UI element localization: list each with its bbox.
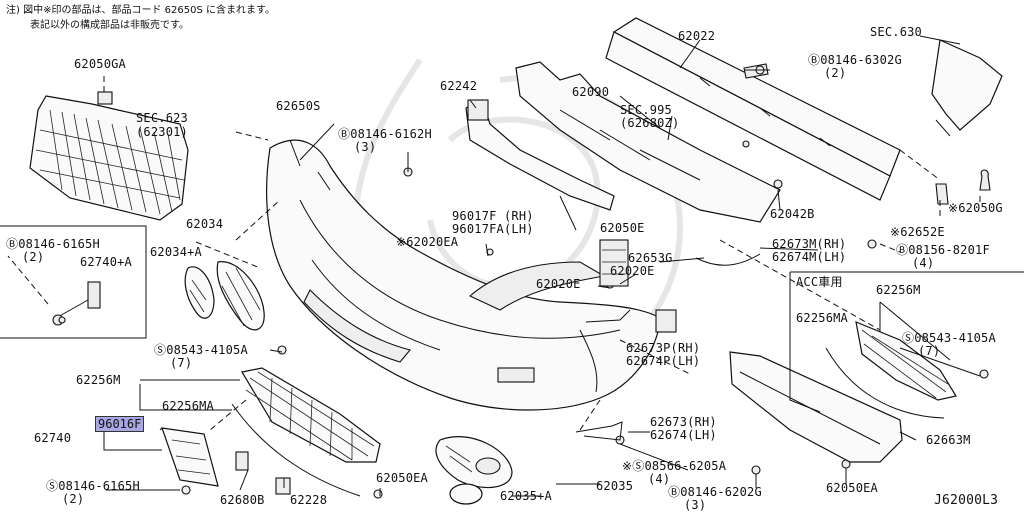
bolt-qty-6202G: (3): [684, 498, 707, 512]
part-label-62674[interactable]: 62674(LH): [650, 428, 717, 442]
part-label-62653G[interactable]: 62653G: [628, 251, 673, 265]
fasteners: [58, 63, 991, 499]
part-label-62034[interactable]: 62034: [186, 217, 224, 231]
section-sub-62301: (62301): [136, 125, 188, 139]
part-label-62050EA[interactable]: 62050EA: [376, 471, 428, 485]
note-line-1: 注) 図中※印の部品は、部品コード 62650S に含まれます。: [6, 5, 275, 16]
energy-absorber: [515, 61, 781, 223]
under-cover: [729, 351, 903, 463]
front-bumper-fascia: [266, 139, 661, 411]
fog-brackets: [184, 261, 265, 331]
part-label-62256M-acc[interactable]: 62256M: [876, 283, 921, 297]
bolt-qty-8201F: (4): [912, 256, 935, 270]
upper-grille: [29, 91, 189, 221]
section-label-995[interactable]: SEC.995: [620, 103, 672, 117]
section-label-623[interactable]: SEC.623: [136, 111, 188, 125]
part-label-62256M[interactable]: 62256M: [76, 373, 121, 387]
bolt-label-08543-4105A[interactable]: Ⓢ08543-4105A: [154, 343, 248, 357]
part-label-62042B[interactable]: 62042B: [770, 207, 815, 221]
part-label-62050GA[interactable]: 62050GA: [74, 57, 126, 71]
part-label-62673P[interactable]: 62673P(RH): [626, 341, 701, 355]
bumper-retainer: [465, 99, 615, 211]
part-label-62020E-lower[interactable]: 62020E: [536, 277, 581, 291]
section-label-630[interactable]: SEC.630: [870, 25, 922, 39]
section-sub-62680Z: (62680Z): [620, 116, 680, 130]
note-line-2: 表記以外の構成部品は非販売です。: [30, 20, 189, 31]
license-bracket: [161, 427, 291, 495]
part-label-62050E[interactable]: 62050E: [600, 221, 645, 235]
part-label-62256MA-acc[interactable]: 62256MA: [796, 311, 848, 325]
bolt-qty-6302G: (2): [824, 66, 847, 80]
part-label-62050G[interactable]: ※62050G: [948, 201, 1003, 215]
bolt-label-08146-6302G[interactable]: Ⓑ08146-6302G: [808, 53, 902, 67]
side-brackets: [575, 309, 631, 441]
part-label-62650S[interactable]: 62650S: [276, 99, 321, 113]
part-label-62673M[interactable]: 62673M(RH): [772, 237, 847, 251]
highlighted-part-96016F[interactable]: 96016F: [95, 416, 145, 432]
bumper-reinforcement: [605, 17, 901, 201]
part-label-96017FA[interactable]: 96017FA(LH): [452, 222, 534, 236]
part-label-62674P[interactable]: 62674P(LH): [626, 354, 701, 368]
part-label-62050EA-right[interactable]: 62050EA: [826, 481, 878, 495]
part-label-62020E-upper[interactable]: 62020E: [610, 264, 655, 278]
part-label-62034A[interactable]: 62034+A: [150, 245, 202, 259]
part-label-62740A[interactable]: 62740+A: [80, 255, 132, 269]
acc-variant-title: ACC車用: [796, 275, 843, 289]
acc-variant-box: [789, 271, 1024, 419]
bolt-qty-6205A: (4): [648, 472, 671, 486]
part-label-62674M[interactable]: 62674M(LH): [772, 250, 847, 264]
part-label-62663M[interactable]: 62663M: [926, 433, 971, 447]
bolt-label-08146-6162H[interactable]: Ⓑ08146-6162H: [338, 127, 432, 141]
part-label-62680B[interactable]: 62680B: [220, 493, 265, 507]
part-label-62020EA[interactable]: ※62020EA: [396, 235, 459, 249]
part-label-62035A[interactable]: 62035+A: [500, 489, 552, 503]
diagram-id: J62000L3: [934, 493, 999, 508]
bolt-label-08146-6202G[interactable]: Ⓑ08146-6202G: [668, 485, 762, 499]
bolt-label-08156-8201F[interactable]: Ⓑ08156-8201F: [896, 243, 990, 257]
part-label-62228[interactable]: 62228: [290, 493, 328, 507]
fog-cover: [435, 436, 513, 505]
part-label-62242[interactable]: 62242: [440, 79, 478, 93]
bolt-label-08146-6165H-lower[interactable]: Ⓢ08146-6165H: [46, 479, 140, 493]
part-label-62652E[interactable]: ※62652E: [890, 225, 945, 239]
leader-lines: [7, 35, 981, 497]
lower-grille: [231, 367, 381, 497]
bolt-qty-4105A-acc: (7): [918, 344, 941, 358]
bolt-label-08146-6165H[interactable]: Ⓑ08146-6165H: [6, 237, 100, 251]
part-label-62022[interactable]: 62022: [678, 29, 716, 43]
part-label-62740[interactable]: 62740: [34, 431, 72, 445]
part-label-96017F[interactable]: 96017F (RH): [452, 209, 534, 223]
part-label-62090[interactable]: 62090: [572, 85, 610, 99]
part-label-62673[interactable]: 62673(RH): [650, 415, 717, 429]
bolt-qty-6162H: (3): [354, 140, 377, 154]
bolt-qty-4105A: (7): [170, 356, 193, 370]
part-label-62256MA[interactable]: 62256MA: [162, 399, 214, 413]
part-label-62035[interactable]: 62035: [596, 479, 634, 493]
bolt-qty-6165H-lower: (2): [62, 492, 85, 506]
bolt-qty-6165H: (2): [22, 250, 45, 264]
bolt-label-08566-6205A[interactable]: ※Ⓢ08566-6205A: [622, 459, 727, 473]
fender-section: [931, 39, 1003, 137]
bolt-label-08543-4105A-acc[interactable]: Ⓢ08543-4105A: [902, 331, 996, 345]
